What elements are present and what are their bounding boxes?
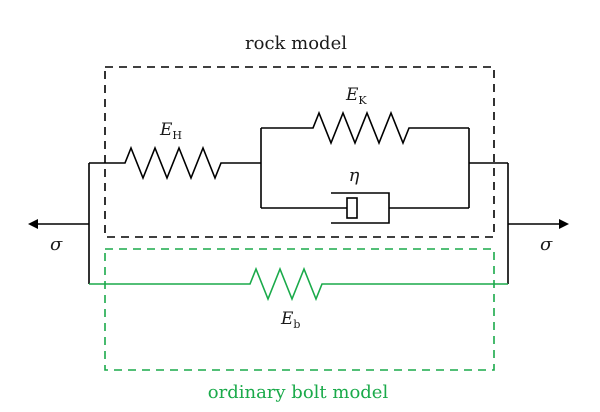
- rock-model-box: [104, 66, 495, 238]
- spring-e-b: [89, 266, 508, 302]
- spring-e-k: [261, 110, 469, 146]
- dashpot-piston: [346, 197, 358, 219]
- spring-e-b-label: Eb: [280, 309, 300, 331]
- spring-e-h-label: EH: [159, 120, 182, 142]
- spring-e-k-label: EK: [345, 85, 367, 107]
- bolt-model-label: ordinary bolt model: [208, 382, 389, 403]
- bolt-model-box: [104, 248, 495, 371]
- spring-e-h-symbol: E: [159, 120, 173, 140]
- left-stress-symbol: σ: [50, 234, 63, 255]
- spring-e-b-subscript: b: [293, 318, 300, 331]
- spring-e-k-symbol: E: [345, 85, 359, 105]
- rock-model-label: rock model: [245, 33, 347, 54]
- spring-e-h: [89, 145, 261, 181]
- spring-e-b-symbol: E: [280, 309, 294, 329]
- spring-e-h-subscript: H: [172, 129, 182, 142]
- dashpot-cylinder: [331, 192, 390, 224]
- spring-e-k-subscript: K: [358, 94, 367, 107]
- dashpot-eta-label: η: [349, 165, 360, 186]
- right-stress-symbol: σ: [540, 234, 553, 255]
